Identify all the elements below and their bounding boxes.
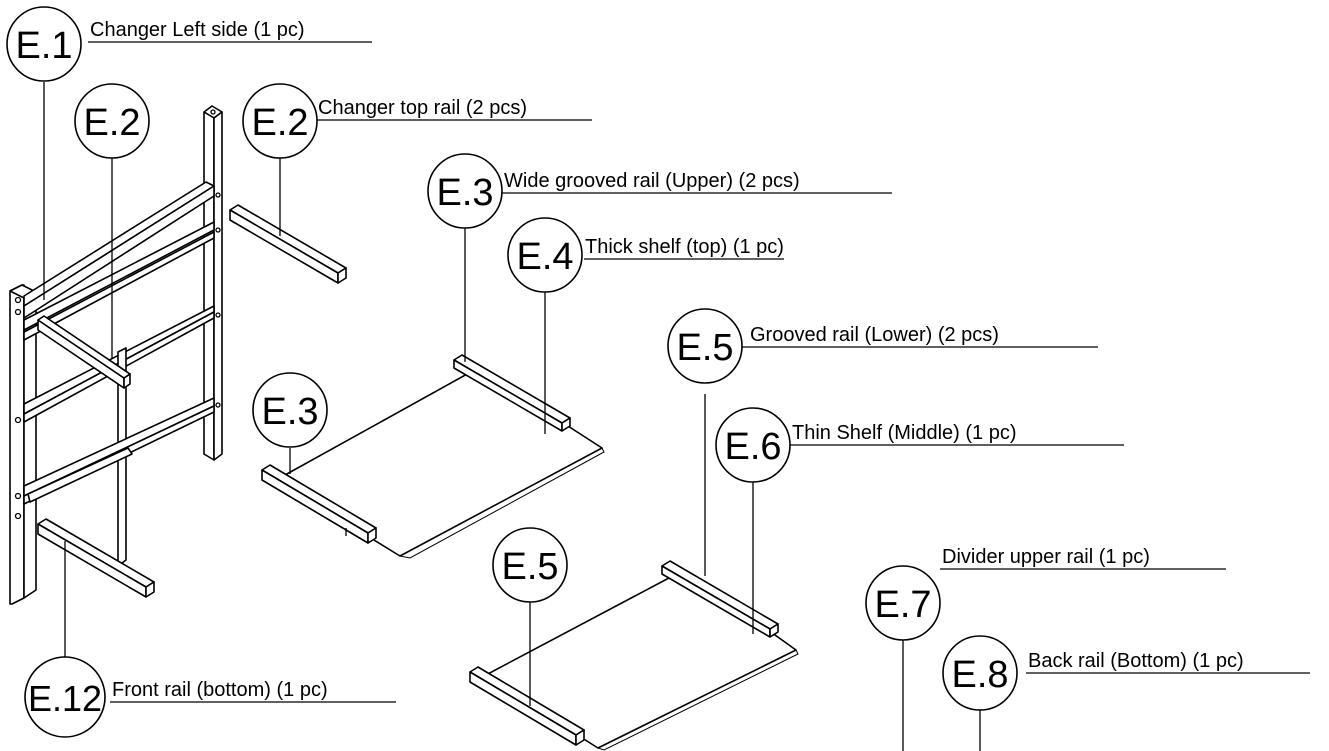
callout-e3-upper: E.3 [427,153,503,229]
callout-id: E.8 [951,654,1008,696]
front-rail-bottom [37,518,155,598]
callout-id: E.2 [251,102,308,144]
changer-top-rail [229,204,347,284]
callout-id: E.6 [724,426,781,468]
callout-id: E.3 [261,391,318,433]
label-front-rail-bottom: Front rail (bottom) (1 pc) [112,679,328,701]
callout-e1: E.1 [6,6,82,82]
callout-e5-upper: E.5 [667,308,743,384]
callout-e7: E.7 [865,565,941,641]
callout-e5-lower: E.5 [492,527,568,603]
thin-shelf-assembly [469,560,799,751]
label-divider-upper-rail: Divider upper rail (1 pc) [942,546,1150,568]
callout-e6: E.6 [715,407,791,483]
callout-e3-lower: E.3 [252,372,328,448]
label-changer-top-rail: Changer top rail (2 pcs) [318,97,527,119]
label-changer-left-side: Changer Left side (1 pc) [90,19,305,41]
callout-id: E.4 [516,236,573,278]
label-grooved-rail-lower: Grooved rail (Lower) (2 pcs) [750,324,999,346]
label-back-rail-bottom: Back rail (Bottom) (1 pc) [1028,650,1244,672]
label-thin-shelf: Thin Shelf (Middle) (1 pc) [792,422,1017,444]
callout-id: E.7 [874,584,931,626]
callout-e4: E.4 [507,217,583,293]
changer-top-rail-on-frame [37,315,131,389]
callout-e8: E.8 [942,635,1018,711]
leader-lines [43,41,1310,751]
callout-id: E.1 [15,25,72,67]
callout-e2-rail: E.2 [242,83,318,159]
callout-id: E.2 [83,102,140,144]
callout-id: E.5 [501,546,558,588]
thick-shelf-assembly [261,354,605,559]
label-thick-shelf: Thick shelf (top) (1 pc) [585,236,784,258]
callout-id: E.5 [676,327,733,369]
callout-id: E.3 [436,172,493,214]
callout-e2-frame: E.2 [74,83,150,159]
part-labels: Changer Left side (1 pc) Changer top rai… [90,19,1244,701]
callout-e12: E.12 [24,656,106,738]
callout-id: E.12 [28,678,102,719]
label-wide-grooved-rail: Wide grooved rail (Upper) (2 pcs) [504,170,800,192]
